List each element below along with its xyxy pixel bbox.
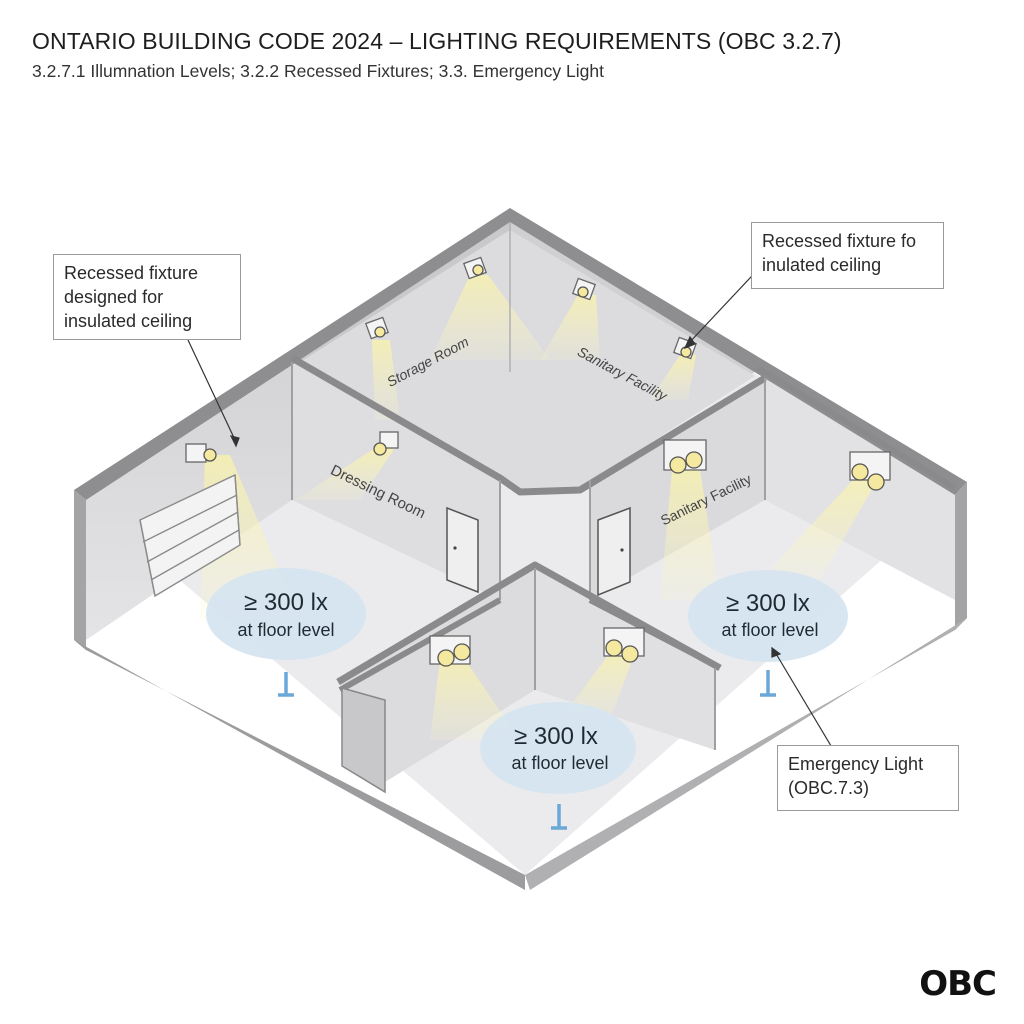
outer-wall-left-side — [74, 490, 86, 650]
recessed-light-icon — [462, 256, 488, 280]
recessed-light-icon — [571, 277, 597, 301]
front-room-top — [336, 561, 722, 686]
callout-recessed-fixture-left: Recessed fixture designed for insulated … — [53, 254, 241, 340]
light-beam — [660, 470, 720, 600]
dressing-room-door — [446, 506, 479, 594]
partition-back — [756, 365, 957, 491]
callout-emergency-light: Emergency Light (OBC.7.3) — [777, 745, 959, 811]
front-room-left-wall — [340, 568, 535, 782]
obc-logo: OBC — [919, 964, 997, 1004]
illumination-zone-left: ≥ 300 lx at floor level — [206, 568, 366, 660]
recessed-light-icon — [364, 316, 390, 340]
partition-lower-left — [338, 597, 502, 693]
illumination-zone-center: ≥ 300 lx at floor level — [480, 702, 636, 794]
outer-wall-left — [74, 208, 510, 500]
light-meter-marker — [551, 804, 567, 830]
light-meter-marker — [278, 672, 294, 697]
zone-value: ≥ 300 lx — [244, 589, 328, 616]
light-beam — [540, 295, 600, 360]
outer-wall-right-side — [955, 482, 967, 630]
recessed-light-icon — [373, 431, 399, 456]
partition-top-left — [290, 354, 767, 496]
callout-emergency-line2: (OBC.7.3) — [788, 778, 870, 798]
zone-note: at floor level — [237, 620, 334, 640]
storage-shelf — [139, 473, 241, 598]
light-meter-marker — [760, 670, 776, 697]
emergency-light-icon — [663, 439, 707, 474]
leader-line — [187, 339, 240, 448]
light-beam — [372, 340, 400, 420]
light-beam — [295, 448, 395, 500]
emergency-light-icon — [429, 635, 471, 667]
illumination-zone-right: ≥ 300 lx at floor level — [688, 570, 848, 662]
page-title: ONTARIO BUILDING CODE 2024 – LIGHTING RE… — [32, 28, 842, 54]
emergency-light-icon — [603, 627, 645, 663]
sanitary-room-door — [597, 506, 631, 597]
zone-note: at floor level — [721, 620, 818, 640]
outer-wall-front-left — [74, 640, 525, 890]
zone-note: at floor level — [511, 753, 608, 773]
front-room-door — [341, 687, 386, 794]
light-beam — [560, 650, 636, 720]
zone-value: ≥ 300 lx — [514, 723, 598, 750]
page-subtitle: 3.2.7.1 Illumnation Levels; 3.2.2 Recess… — [32, 61, 604, 81]
callout-emergency-line1: Emergency Light — [788, 754, 924, 774]
light-beam — [650, 355, 696, 400]
light-beam — [430, 275, 550, 360]
callout-recessed-fixture-right: Recessed fixture fo inulated ceiling — [751, 222, 944, 289]
emergency-light-icon — [849, 451, 891, 491]
recessed-light-icon — [185, 443, 217, 463]
zone-value: ≥ 300 lx — [726, 590, 810, 617]
light-beam — [760, 475, 880, 580]
outer-wall-front-right — [525, 618, 967, 890]
